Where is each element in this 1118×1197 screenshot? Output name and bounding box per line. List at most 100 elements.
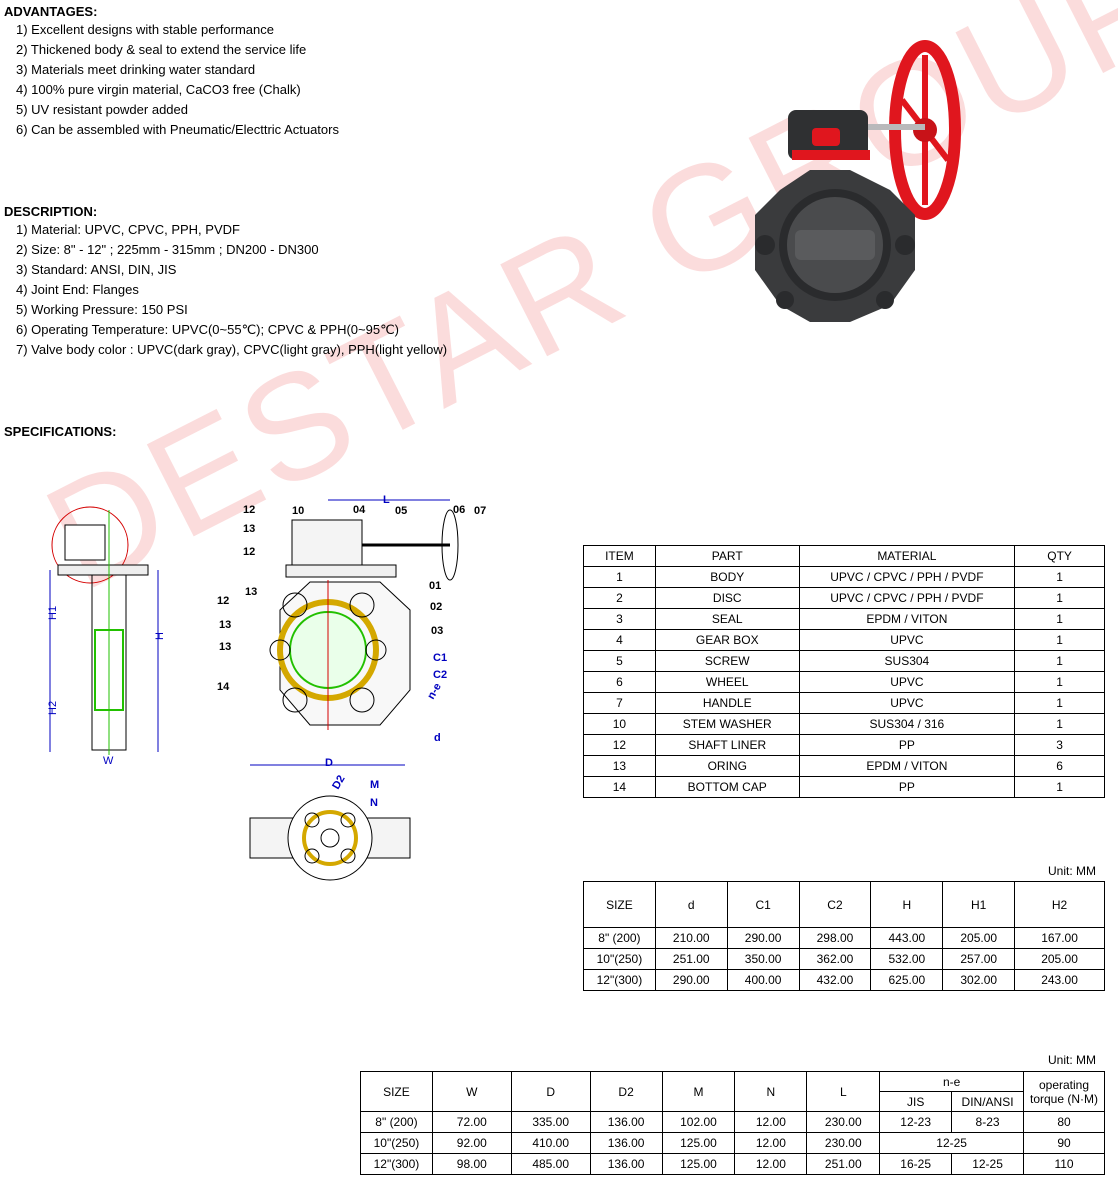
table-cell: UPVC [798,629,1016,651]
callout-12: 12 [217,595,229,607]
table-cell: BODY [654,566,800,588]
table-cell: 485.00 [510,1153,591,1175]
col-material: MATERIAL [798,545,1016,567]
column-header: C2 [798,881,872,928]
list-item: 6) Can be assembled with Pneumatic/Elect… [16,122,339,137]
table-cell: 1 [1014,629,1105,651]
table-cell: 12-23 [879,1111,953,1133]
callout-06: 06 [453,504,465,516]
list-item: 4) Joint End: Flanges [16,282,139,297]
table-cell: 12.00 [734,1111,808,1133]
table-cell: 13 [583,755,656,777]
table-cell: 102.00 [661,1111,736,1133]
table-cell: 400.00 [726,969,800,991]
label-d2: D2 [330,773,347,791]
table-cell: 1 [1014,587,1105,609]
column-header: H2 [1014,881,1105,928]
list-item: 1) Excellent designs with stable perform… [16,22,274,37]
table-cell: 4 [583,629,656,651]
table-cell: HANDLE [654,692,800,714]
col-n: N [734,1071,808,1112]
table-cell: 12"(300) [583,969,656,991]
label-n: N [370,797,378,809]
label-m: M [370,779,379,791]
callout-12: 12 [243,546,255,558]
column-header: SIZE [583,881,656,928]
callout-05: 05 [395,505,407,517]
callout-02: 02 [430,601,442,613]
table-cell: 350.00 [726,948,800,970]
table-cell: SUS304 / 316 [798,713,1016,735]
table-cell: EPDM / VITON [798,608,1016,630]
table-cell: 8" (200) [360,1111,433,1133]
table-cell: 3 [583,608,656,630]
col-torque: operating torque (N·M) [1023,1071,1105,1112]
list-item: 5) UV resistant powder added [16,102,188,117]
table-cell: 167.00 [1014,927,1105,949]
table-cell: 290.00 [726,927,800,949]
description-heading: DESCRIPTION: [4,204,98,219]
callout-01: 01 [429,580,441,592]
callout-14: 14 [217,681,230,693]
table-cell: 3 [1014,734,1105,756]
table-cell: 1 [1014,566,1105,588]
callout-l: L [383,494,390,506]
table-cell: 290.00 [654,969,728,991]
table-cell: WHEEL [654,671,800,693]
table-cell: 1 [1014,776,1105,798]
table-cell: 12.00 [734,1153,808,1175]
table-cell: 98.00 [431,1153,512,1175]
table-cell: 90 [1023,1132,1105,1154]
table-cell: 625.00 [870,969,944,991]
valve-body-icon [755,170,915,322]
front-view [250,499,459,766]
table-cell: PP [798,776,1016,798]
table-cell: 12"(300) [360,1153,433,1175]
table-cell: 12-25 [879,1132,1025,1154]
table-cell: UPVC / CPVC / PPH / PVDF [798,566,1016,588]
col-m: M [661,1071,736,1112]
table-cell: 14 [583,776,656,798]
table-cell: 8-23 [951,1111,1025,1133]
column-header: d [654,881,728,928]
table-cell: 80 [1023,1111,1105,1133]
table-cell: 5 [583,650,656,672]
callout-13: 13 [245,586,257,598]
list-item: 1) Material: UPVC, CPVC, PPH, PVDF [16,222,240,237]
col-ne: n-e [879,1071,1025,1092]
table-cell: STEM WASHER [654,713,800,735]
table-cell: 1 [1014,692,1105,714]
table-cell: BOTTOM CAP [654,776,800,798]
list-item: 5) Working Pressure: 150 PSI [16,302,188,317]
table-cell: 6 [583,671,656,693]
table-cell: 205.00 [942,927,1016,949]
technical-drawing: H1 H2 H W 12 13 12 13 12 13 13 14 10 04 … [47,494,486,881]
col-din-ansi: DIN/ANSI [951,1091,1025,1112]
unit-label-1: Unit: MM [1048,864,1096,878]
gearbox-icon [788,110,870,160]
table-cell: 92.00 [431,1132,512,1154]
table-cell: 230.00 [806,1111,881,1133]
column-header: C1 [726,881,800,928]
table-cell: UPVC [798,671,1016,693]
col-size: SIZE [360,1071,433,1112]
table-cell: 12-25 [951,1153,1025,1175]
table-cell: 125.00 [661,1132,736,1154]
table-cell: 16-25 [879,1153,953,1175]
col-jis: JIS [879,1091,953,1112]
bottom-view [249,795,411,881]
col-d: D [510,1071,591,1112]
table-cell: EPDM / VITON [798,755,1016,777]
